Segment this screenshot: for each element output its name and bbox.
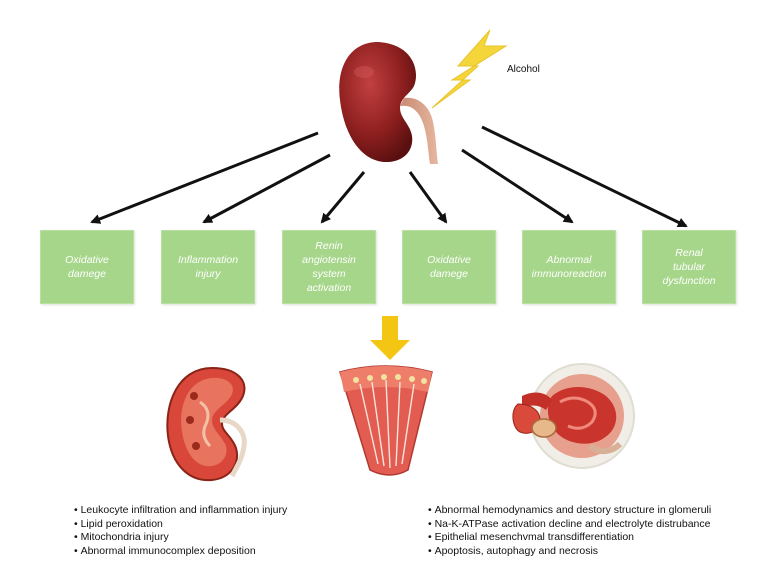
effect-line: Renal bbox=[675, 247, 703, 259]
list-item: Mitochondria injury bbox=[74, 531, 287, 545]
effect-box-inflammation-injury: Inflammation injury bbox=[161, 230, 255, 304]
arrow-to-effect-6 bbox=[481, 125, 688, 228]
effect-line: damege bbox=[68, 268, 106, 280]
left-findings-list: Leukocyte infiltration and inflammation … bbox=[74, 504, 288, 559]
arrow-to-effect-1 bbox=[90, 131, 319, 224]
effect-line: system bbox=[312, 268, 346, 280]
effect-line: Abnormal bbox=[546, 254, 592, 266]
effect-line: tubular bbox=[672, 261, 706, 273]
effect-line: activation bbox=[306, 282, 352, 294]
arrows bbox=[90, 125, 688, 228]
effect-line: damege bbox=[430, 268, 468, 280]
list-item: Epithelial mesenchvmal transdifferentiat… bbox=[428, 531, 711, 545]
arrow-to-effect-2 bbox=[202, 153, 331, 224]
list-item: Apoptosis, autophagy and necrosis bbox=[428, 545, 711, 559]
lightning-bolt-icon bbox=[431, 29, 508, 109]
effect-box-renin-angiotensin: Renin angiotensin system activation bbox=[282, 230, 376, 304]
kidney-cross-section-icon bbox=[166, 366, 247, 482]
arrow-to-effect-5 bbox=[461, 148, 574, 224]
renal-pyramid-icon bbox=[339, 365, 433, 476]
glomerulus-icon bbox=[512, 363, 635, 469]
list-item: Na-K-ATPase activation decline and elect… bbox=[428, 518, 711, 532]
yellow-down-arrow bbox=[370, 316, 410, 360]
right-findings-list: Abnormal hemodynamics and destory struct… bbox=[428, 504, 712, 559]
arrow-to-effect-3 bbox=[320, 171, 366, 224]
effect-line: injury bbox=[195, 268, 221, 280]
effect-line: Oxidative bbox=[65, 254, 109, 266]
effect-box-renal-tubular-dysfunction: Renal tubular dysfunction bbox=[642, 230, 736, 304]
alcohol-label: Alcohol bbox=[507, 64, 540, 75]
effect-line: Inflammation bbox=[177, 254, 239, 266]
effect-line: angiotensin bbox=[302, 254, 356, 266]
list-item: Leukocyte infiltration and inflammation … bbox=[74, 504, 288, 518]
effect-line: dysfunction bbox=[662, 275, 716, 287]
effect-line: Oxidative bbox=[427, 254, 471, 266]
effect-line: immunoreaction bbox=[531, 268, 607, 280]
list-item: Abnormal hemodynamics and destory struct… bbox=[428, 504, 712, 518]
list-item: Abnormal immunocomplex deposition bbox=[74, 545, 287, 559]
arrow-to-effect-4 bbox=[408, 171, 448, 224]
effect-box-oxidative-damage-2: Oxidative damege bbox=[402, 230, 496, 304]
effect-box-abnormal-immunoreaction: Abnormal immunoreaction bbox=[522, 230, 616, 304]
effect-line: Renin bbox=[315, 240, 343, 252]
kidney-icon bbox=[339, 42, 438, 164]
effect-box-oxidative-damage-1: Oxidative damege bbox=[40, 230, 134, 304]
list-item: Lipid peroxidation bbox=[74, 518, 287, 532]
